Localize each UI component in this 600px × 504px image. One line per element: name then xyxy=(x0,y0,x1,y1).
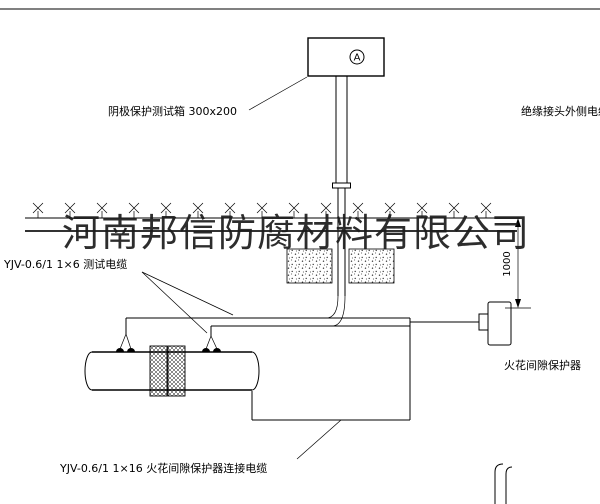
cable-connection-left xyxy=(116,318,135,352)
dimension-1000: 1000 xyxy=(502,218,531,309)
watermark: 河南邦信防腐材料有限公司 xyxy=(25,211,530,255)
test-cable-label: YJV-0.6/1 1×6 测试电缆 xyxy=(3,258,127,271)
leader-line-test-cable-2 xyxy=(141,271,208,334)
cable-bend-left xyxy=(325,295,339,319)
corner-detail-symbol xyxy=(494,463,513,504)
pipeline xyxy=(84,345,260,397)
cable-bend-right xyxy=(331,295,346,327)
spark-gap-cable-label: YJV-0.6/1 1×16 火花间隙保护器连接电缆 xyxy=(59,461,267,475)
leader-line-spark-gap-cable xyxy=(296,419,342,460)
pipe-end-left xyxy=(84,351,93,391)
cable-runs xyxy=(126,317,479,421)
conduit-collar xyxy=(332,182,351,189)
insulating-joint-right-flange xyxy=(167,345,186,397)
leader-line-test-cable-1 xyxy=(141,271,234,316)
test-box-label: 阴极保护测试箱 300x200 xyxy=(108,104,237,118)
insulated-joint-cable-label: 绝缘接头外侧电缆 xyxy=(521,104,600,118)
dimension-label: 1000 xyxy=(502,251,513,276)
concrete-block-left xyxy=(286,248,333,284)
conduit xyxy=(325,76,351,327)
cable-connection-right xyxy=(202,326,221,352)
insulating-joint-left-flange xyxy=(149,345,168,397)
spark-gap-protector xyxy=(478,301,512,346)
test-box: A xyxy=(307,37,385,77)
leader-line-test-box xyxy=(248,76,308,111)
ammeter-circle xyxy=(349,49,365,65)
concrete-block-right xyxy=(348,248,395,284)
watermark-text: 河南邦信防腐材料有限公司 xyxy=(62,211,530,255)
ground-line xyxy=(25,202,520,219)
pipe-end-right xyxy=(251,351,260,391)
ammeter-label: A xyxy=(354,53,361,64)
spark-gap-protector-label: 火花间隙保护器 xyxy=(504,358,581,372)
